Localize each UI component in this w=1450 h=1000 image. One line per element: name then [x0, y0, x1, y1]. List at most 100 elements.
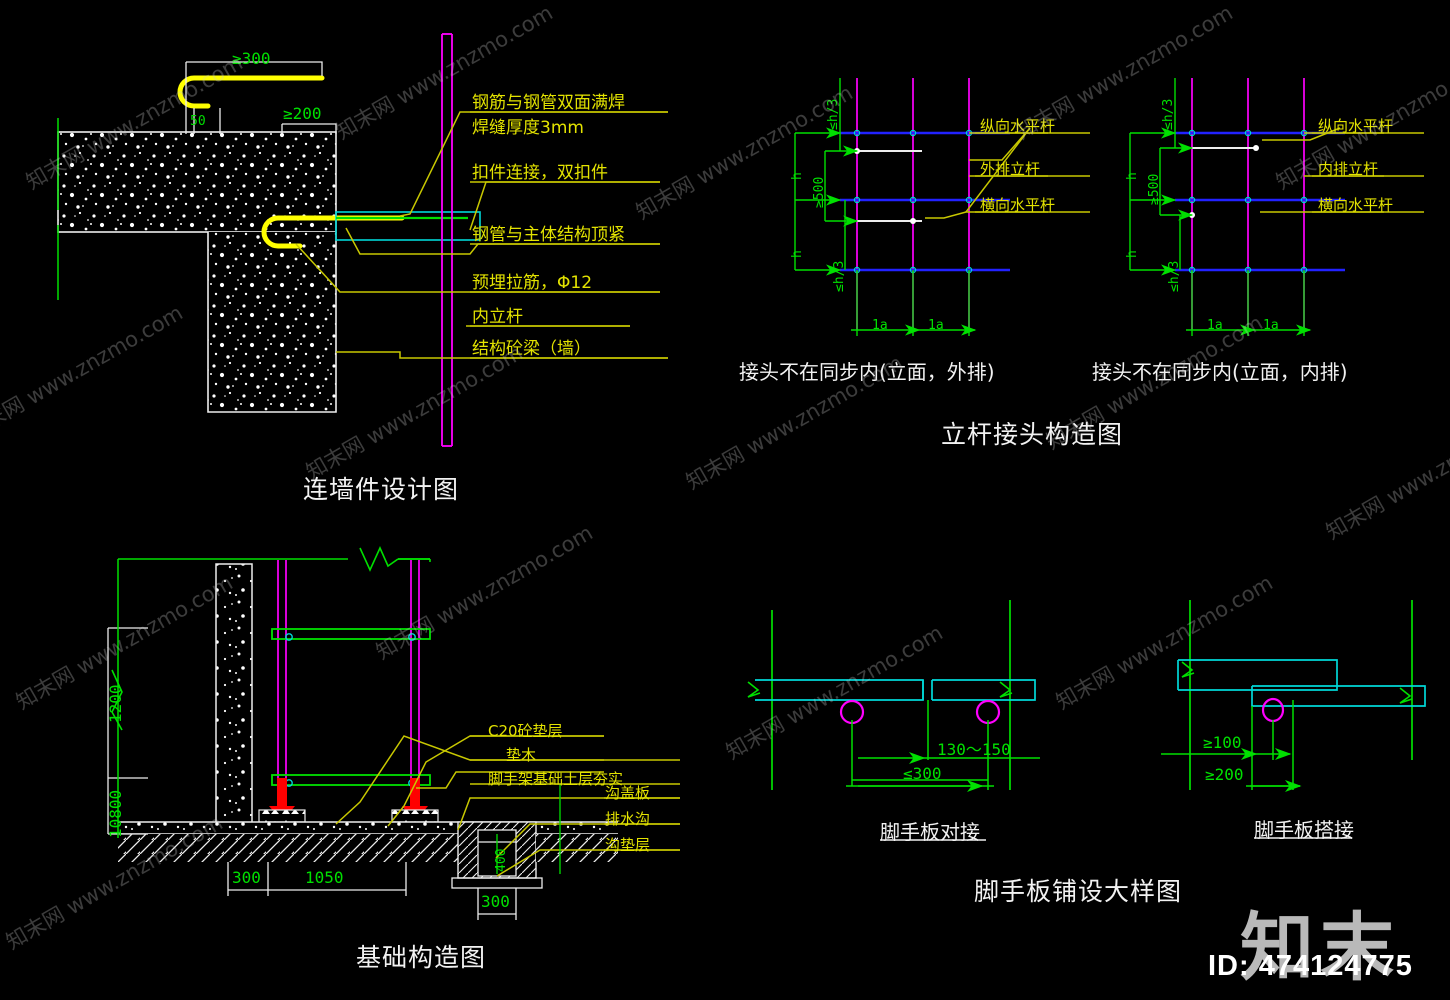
- dim-span-right-outer: 1a: [928, 318, 944, 333]
- figure-wall-tie: [57, 33, 668, 447]
- scaffold-poles: [277, 560, 420, 800]
- label-tube-tight: 钢管与主体结构顶紧: [472, 225, 625, 245]
- figure-board-lap: [1161, 600, 1426, 792]
- label-coupler: 扣件连接，双扣件: [472, 163, 608, 183]
- figure-pole-joint-inner: [1129, 78, 1424, 336]
- dim-min-joint-spacing-inner: ≥500: [1147, 173, 1162, 205]
- dim-drain-width: 300: [481, 892, 510, 911]
- dim-span-right-inner: 1a: [1263, 318, 1279, 333]
- joint-nodes-outer: [854, 148, 916, 224]
- figure-title-wall-tie: 连墙件设计图: [303, 475, 460, 504]
- rebar-top: [177, 75, 325, 109]
- dim-total-height: 10800: [106, 789, 125, 838]
- label-ditch-cover: 沟盖板: [605, 784, 651, 802]
- dim-step-lower-inner: h: [1125, 250, 1140, 258]
- concrete-slab: [57, 131, 337, 233]
- break-symbols-butt: [747, 681, 1013, 698]
- label-longitudinal-bar-inner: 纵向水平杆: [1318, 117, 1394, 135]
- dim-lower-offset-outer: ≤h/3: [832, 260, 847, 292]
- brand-watermark: 知末: [1240, 905, 1400, 991]
- dim-steps-outer: [794, 78, 859, 276]
- dim-bay-width: 1050: [305, 868, 344, 887]
- dim-step-lower-outer: h: [790, 250, 805, 258]
- label-underlines-outer: [975, 132, 1090, 213]
- timber-pads: [258, 809, 439, 823]
- figure-title-pole-joint: 立杆接头构造图: [941, 420, 1124, 449]
- dim-max-spacing: ≤300: [903, 764, 942, 783]
- figure-title-board-layout: 脚手板铺设大样图: [974, 877, 1183, 906]
- break-symbols-lap: [1181, 661, 1413, 704]
- dim-span-inner: [1186, 270, 1312, 336]
- concrete-beam: [207, 232, 337, 413]
- label-underlines-fig1: [470, 111, 668, 359]
- label-c20-cushion: C20砼垫层: [488, 722, 563, 740]
- label-compacted-soil: 脚手架基础土层夯实: [488, 770, 624, 788]
- break-symbol-left: [111, 669, 123, 731]
- dim-frame-200: [281, 123, 337, 134]
- caption-underlines: [880, 837, 1352, 841]
- dim-min-overhang: ≥100: [1203, 733, 1242, 752]
- dim-span-outer: [851, 270, 977, 336]
- dim-frames-bottom: [227, 862, 517, 920]
- soil-hatch: [118, 834, 458, 862]
- figure-foundation: [107, 546, 680, 920]
- panel-caption-lap-joint: 脚手板搭接: [1254, 818, 1354, 842]
- scaffold-boards-lap: [1177, 659, 1426, 707]
- dim-top-length: ≥300: [232, 49, 271, 68]
- dim-upper-offset-outer: ≤h/3: [826, 98, 841, 130]
- label-transverse-bar-outer: 横向水平杆: [980, 196, 1056, 214]
- lower-ledger: [271, 774, 431, 787]
- label-ditch-cushion: 沟垫层: [605, 836, 651, 854]
- dim-upper-offset-inner: ≤h/3: [1161, 98, 1176, 130]
- upper-ledger: [271, 628, 431, 641]
- board-poles-lap: [1189, 600, 1413, 790]
- dim-embed-depth: 50: [190, 114, 206, 129]
- label-underlines-inner: [1312, 132, 1424, 213]
- leaders-foundation-2: [604, 797, 680, 851]
- label-drainage-ditch: 排水沟: [605, 810, 651, 828]
- panel-caption-inner-row: 接头不在同步内(立面，内排): [1092, 360, 1348, 384]
- dim-span-left-outer: 1a: [872, 318, 888, 333]
- dim-min-lap: ≥200: [1205, 765, 1244, 784]
- dim-lower-offset-inner: ≤h/3: [1167, 260, 1182, 292]
- dim-span-left-inner: 1a: [1207, 318, 1223, 333]
- label-embedded-rebar: 预埋拉筋，Φ12: [472, 273, 593, 293]
- dim-step-upper-outer: h: [790, 172, 805, 180]
- panel-caption-outer-row: 接头不在同步内(立面，外排): [739, 360, 995, 384]
- dim-min-joint-spacing-outer: ≥500: [812, 176, 827, 208]
- label-longitudinal-bar-outer: 纵向水平杆: [980, 117, 1056, 135]
- break-symbol-top: [359, 546, 399, 572]
- figure-pole-joint-outer: [794, 78, 1090, 336]
- label-outer-row-pole: 外排立杆: [980, 160, 1041, 178]
- coupler-plate: [335, 211, 481, 241]
- coupler-rings-butt: [839, 699, 1001, 725]
- scaffold-boards-butt: [755, 679, 1036, 701]
- label-timber-pad: 垫木: [506, 746, 537, 764]
- concrete-wall: [215, 563, 253, 833]
- figure-board-butt: [747, 600, 1040, 792]
- dim-drain-depth: 400: [494, 848, 509, 872]
- soil-hatch-right: [536, 834, 618, 862]
- dim-frame-300: [185, 61, 323, 134]
- label-inner-pole: 内立杆: [472, 307, 523, 327]
- label-weld-note-line2: 焊缝厚度3mm: [472, 118, 584, 138]
- dim-side-clearance: ≥200: [283, 104, 322, 123]
- label-inner-row-pole: 内排立杆: [1318, 160, 1379, 178]
- dims-butt: [846, 700, 1040, 792]
- dim-frame-50: [193, 108, 221, 134]
- dim-overhang-range: 130～150: [937, 740, 1011, 759]
- dim-step-upper-inner: h: [1125, 172, 1140, 180]
- label-structural-beam: 结构砼梁（墙）: [472, 339, 591, 359]
- coupler-rings-lap: [1261, 697, 1285, 723]
- inner-vertical-pole: [441, 33, 453, 447]
- figure-title-foundation: 基础构造图: [356, 943, 487, 972]
- dim-wall-height: 1200: [106, 684, 125, 723]
- panel-caption-butt-joint: 脚手板对接: [880, 820, 980, 844]
- dim-edge-offset: 300: [232, 868, 261, 887]
- document-id: ID: 474124775: [1208, 950, 1413, 982]
- label-transverse-bar-inner: 横向水平杆: [1318, 196, 1394, 214]
- dim-frames-left: [107, 627, 148, 835]
- dim-steps-inner: [1129, 78, 1194, 276]
